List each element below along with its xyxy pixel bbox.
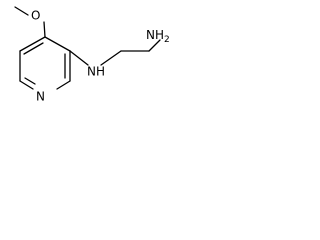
molecule-canvas: O N N H NH2 xyxy=(0,0,191,119)
structure-drawing: O N N H NH2 xyxy=(14,6,170,104)
bond-methyl-oxygen xyxy=(14,6,29,16)
bond-ring-c5-c6 xyxy=(56,80,71,90)
bond-ring-c3-c4 xyxy=(44,36,71,52)
bond-oxygen-ring xyxy=(43,21,46,38)
bond-ring-double-1 xyxy=(23,42,44,55)
bond-ring-c2-c3 xyxy=(19,36,46,52)
terminal-amine-label: NH2 xyxy=(146,28,170,45)
bond-ring-c1-n xyxy=(19,80,34,90)
ring-nitrogen-label: N xyxy=(36,90,45,104)
bond-amine-ethyl xyxy=(100,50,122,66)
amine-hydrogen-label: H xyxy=(96,65,105,79)
terminal-amine-nh: NH xyxy=(146,28,164,42)
bond-ethyl-terminal-amine xyxy=(148,39,161,52)
bond-ring-double-3 xyxy=(24,77,36,85)
terminal-amine-subscript: 2 xyxy=(164,35,170,45)
amine-nitrogen-label: N xyxy=(87,65,96,79)
bond-ring-amine xyxy=(69,50,89,66)
oxygen-label: O xyxy=(31,9,40,23)
